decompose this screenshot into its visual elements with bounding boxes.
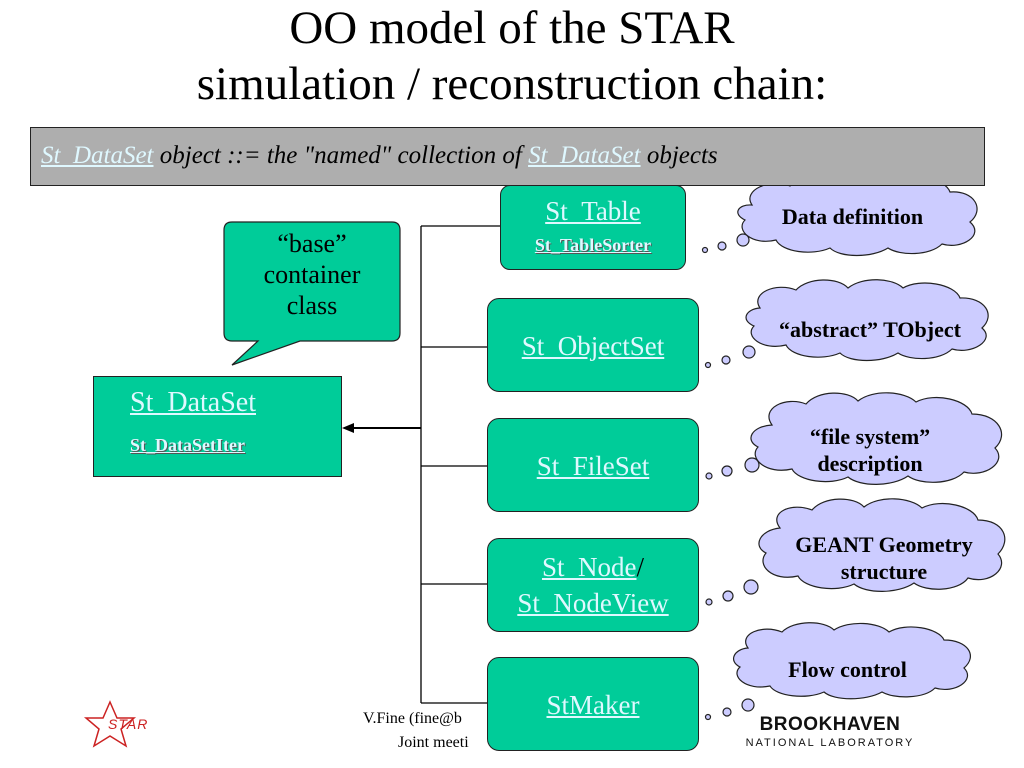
brookhaven-logo: BROOKHAVEN NATIONAL LABORATORY [735, 714, 925, 749]
title-line-2: simulation / reconstruction chain: [196, 58, 828, 110]
definition-mid-text: object ::= the "named" collection of [153, 142, 529, 169]
st-fileset-box: St_FileSet [487, 418, 699, 512]
node-slash: / [636, 552, 644, 582]
thought-bubbles-table [701, 233, 750, 254]
cloud-geant-line-2: structure [840, 559, 928, 584]
st-nodeview-link[interactable]: St_NodeView [517, 588, 669, 618]
st-table-box: St_Table St_TableSorter [500, 185, 686, 270]
base-callout-bubble [223, 221, 401, 366]
thought-bubbles-maker [704, 698, 755, 721]
st-table-link[interactable]: St_Table [545, 196, 641, 226]
st-objectset-link[interactable]: St_ObjectSet [521, 331, 665, 361]
cloud-file-system-text: “file system” description [760, 423, 980, 477]
thought-bubbles-objectset [704, 345, 756, 369]
slide-title: OO model of the STAR simulation / recons… [0, 0, 1024, 112]
tree-connectors [420, 225, 500, 704]
stmaker-box: StMaker [487, 657, 699, 751]
inheritance-arrow [342, 423, 421, 433]
cloud-abstract-tobject [745, 279, 989, 362]
star-logo-text: STAR [108, 716, 149, 732]
cloud-geant-line-1: GEANT Geometry [795, 532, 973, 557]
callout-line-2: container [263, 260, 361, 289]
st-dataset-link[interactable]: St_DataSet [130, 387, 256, 418]
callout-line-3: class [286, 291, 338, 320]
cloud-geant-geometry [758, 498, 1006, 592]
st-tablesorter-link[interactable]: St_TableSorter [534, 235, 652, 255]
st-dataset-box: St_DataSet St_DataSetIter [93, 376, 342, 477]
st-fileset-link[interactable]: St_FileSet [536, 451, 650, 481]
definition-end-text: objects [640, 142, 718, 169]
cloud-file-system [750, 392, 1003, 485]
base-callout-text: “base” container class [224, 228, 400, 321]
footer-author: V.Fine (fine@b [363, 710, 462, 727]
thought-bubbles-node [705, 579, 759, 606]
cloud-geant-text: GEANT Geometry structure [768, 531, 1000, 585]
st-objectset-box: St_ObjectSet [487, 298, 699, 392]
st-node-link[interactable]: St_Node [541, 552, 637, 582]
cloud-file-system-line-2: description [817, 451, 923, 476]
thought-bubbles-fileset [705, 457, 760, 480]
cloud-file-system-line-1: “file system” [809, 424, 931, 449]
st-datasetiter-link[interactable]: St_DataSetIter [130, 435, 245, 455]
cloud-abstract-tobject-text: “abstract” TObject [779, 317, 961, 342]
title-line-1: OO model of the STAR [289, 2, 735, 54]
st-dataset-link-2[interactable]: St_DataSet [528, 142, 641, 169]
definition-banner: St_DataSet object ::= the "named" collec… [30, 127, 985, 186]
brookhaven-logo-main: BROOKHAVEN [759, 714, 901, 735]
stmaker-link[interactable]: StMaker [546, 690, 640, 720]
cloud-flow-control [732, 622, 971, 700]
cloud-data-definition-text: Data definition [781, 204, 924, 229]
star-logo-icon [83, 700, 137, 748]
st-dataset-link-1[interactable]: St_DataSet [41, 142, 154, 169]
cloud-flow-control-text: Flow control [788, 657, 907, 682]
st-node-box: St_Node/ St_NodeView [487, 538, 699, 632]
brookhaven-logo-sub: NATIONAL LABORATORY [745, 737, 915, 749]
footer-meeting: Joint meeti [398, 734, 469, 751]
callout-line-1: “base” [277, 229, 347, 258]
